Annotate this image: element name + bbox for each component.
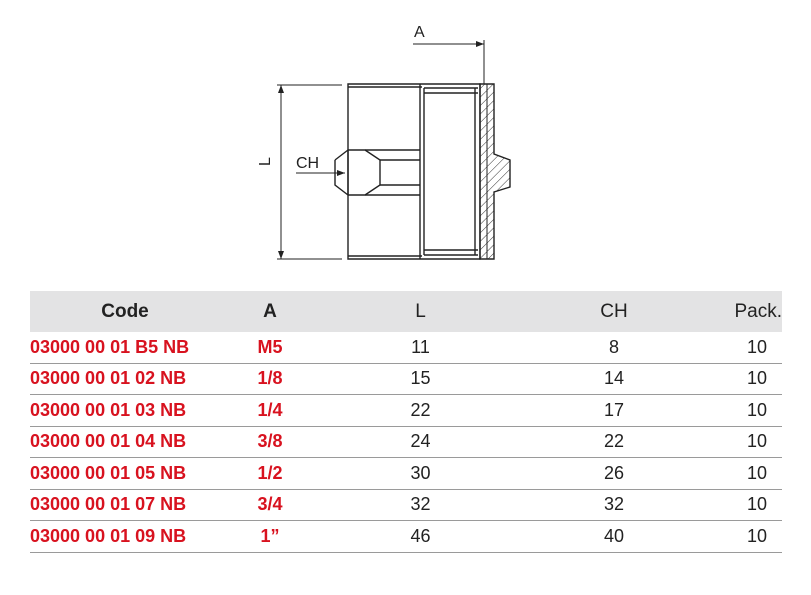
cell-l: 32 bbox=[410, 494, 431, 515]
cell-code: 03000 00 01 05 NB bbox=[30, 462, 187, 483]
cell-l: 11 bbox=[411, 336, 430, 357]
header-a: A bbox=[263, 300, 277, 322]
technical-drawing: A CH L bbox=[0, 0, 811, 285]
cell-pack: 10 bbox=[746, 525, 767, 546]
cell-code: 03000 00 01 07 NB bbox=[30, 494, 187, 515]
fitting-body bbox=[334, 83, 481, 260]
cell-ch: 17 bbox=[603, 399, 625, 420]
cell-a: 1/4 bbox=[257, 399, 283, 420]
cell-a: 1/2 bbox=[257, 462, 283, 483]
cell-l: 46 bbox=[410, 525, 431, 546]
label-ch: CH bbox=[296, 155, 320, 172]
table-row: 03000 00 01 B5 NB M5 11 8 10 bbox=[30, 332, 782, 364]
table-row: 03000 00 01 03 NB 1/4 22 17 10 bbox=[30, 395, 782, 427]
cell-pack: 10 bbox=[746, 368, 767, 389]
cell-a: 3/4 bbox=[257, 494, 283, 515]
cell-l: 30 bbox=[410, 462, 431, 483]
cell-code: 03000 00 01 04 NB bbox=[30, 431, 187, 452]
cell-ch: 32 bbox=[603, 494, 625, 515]
dimension-l bbox=[277, 84, 342, 260]
cell-pack: 10 bbox=[746, 399, 767, 420]
fitting-drawing-svg bbox=[277, 40, 511, 260]
table-row: 03000 00 01 09 NB 1” 46 40 10 bbox=[30, 521, 782, 553]
spec-table: Code A L CH Pack. 03000 00 01 B5 NB M5 1… bbox=[30, 291, 782, 553]
cell-a: 1” bbox=[260, 525, 280, 546]
cell-pack: 10 bbox=[746, 462, 767, 483]
table-row: 03000 00 01 05 NB 1/2 30 26 10 bbox=[30, 458, 782, 490]
cell-pack: 10 bbox=[746, 494, 767, 515]
cell-a: M5 bbox=[257, 336, 283, 357]
cell-pack: 10 bbox=[746, 336, 767, 357]
cell-l: 22 bbox=[410, 399, 431, 420]
cell-ch: 40 bbox=[603, 525, 625, 546]
table-row: 03000 00 01 02 NB 1/8 15 14 10 bbox=[30, 364, 782, 395]
cell-ch: 22 bbox=[603, 431, 625, 452]
cell-l: 15 bbox=[410, 368, 431, 389]
cell-a: 3/8 bbox=[257, 431, 283, 452]
table-row: 03000 00 01 07 NB 3/4 32 32 10 bbox=[30, 490, 782, 521]
header-code: Code bbox=[101, 300, 149, 322]
header-ch: CH bbox=[600, 300, 628, 322]
table-row: 03000 00 01 04 NB 3/8 24 22 10 bbox=[30, 427, 782, 458]
header-pack: Pack. bbox=[734, 300, 782, 322]
cell-code: 03000 00 01 09 NB bbox=[30, 525, 187, 546]
cell-l: 24 bbox=[410, 431, 431, 452]
table-header: Code A L CH Pack. bbox=[30, 291, 782, 332]
cell-code: 03000 00 01 02 NB bbox=[30, 368, 187, 389]
header-l: L bbox=[415, 300, 426, 322]
cell-ch: 14 bbox=[603, 368, 625, 389]
cell-a: 1/8 bbox=[257, 368, 283, 389]
dimension-ch bbox=[296, 170, 345, 176]
label-a: A bbox=[414, 24, 425, 41]
cell-code: 03000 00 01 B5 NB bbox=[30, 336, 190, 357]
cell-code: 03000 00 01 03 NB bbox=[30, 399, 187, 420]
cell-ch: 26 bbox=[603, 462, 625, 483]
cell-ch: 8 bbox=[608, 336, 619, 357]
label-l: L bbox=[257, 157, 274, 166]
cell-pack: 10 bbox=[746, 431, 767, 452]
dimension-a bbox=[413, 40, 485, 84]
threaded-end bbox=[479, 83, 511, 260]
